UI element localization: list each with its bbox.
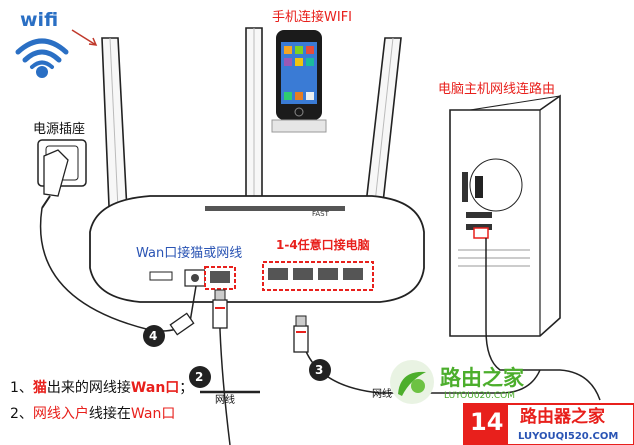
plug-power <box>169 312 195 336</box>
computer-tower-icon <box>449 94 561 337</box>
wifi-icon <box>15 38 69 78</box>
callout-3: 3 <box>315 363 324 377</box>
router-body: FAST <box>89 195 425 303</box>
watermark-badge <box>463 403 634 445</box>
phone-icon <box>271 30 327 133</box>
arrow-icon <box>71 29 98 46</box>
watermark-logo <box>390 360 434 404</box>
instruction-1: 1、猫出来的网线接Wan口； <box>10 381 193 395</box>
instruction-1-end: Wan口 <box>130 380 180 396</box>
watermark-name: 路由之家 <box>440 366 524 390</box>
wifi-logo-text: wifi <box>20 9 59 31</box>
badge-text: 路由器之家 <box>520 407 605 427</box>
label-wan-port: Wan口接猫或网线 <box>136 246 243 261</box>
label-lan-ports: 1-4任意口接电脑 <box>276 238 370 252</box>
instruction-1-middle: 出来的网线接 <box>46 380 131 396</box>
label-pc: 电脑主机网线连路由 <box>438 82 556 97</box>
instruction-1-prefix: 1、 <box>10 380 33 396</box>
cable-tag-right: 网线 <box>372 389 392 400</box>
plug-wan <box>212 289 228 329</box>
svg-text:FAST: FAST <box>312 210 330 218</box>
label-power: 电源插座 <box>33 122 86 137</box>
instruction-2-end: Wan口 <box>130 406 176 422</box>
instruction-1-suffix: ； <box>179 380 194 396</box>
plug-lan <box>293 315 309 353</box>
instruction-2-prefix: 2、 <box>10 406 33 422</box>
callout-4: 4 <box>149 329 158 343</box>
instruction-1-highlight: 猫 <box>32 380 47 396</box>
instruction-2-middle: 线接在 <box>88 406 131 422</box>
cable-tag-left: 网线 <box>215 395 235 406</box>
watermark-url: LUYOU020.COM <box>444 391 516 401</box>
callout-circles <box>143 325 331 388</box>
badge-url: LUYOUQI520.COM <box>518 431 619 442</box>
instruction-2: 2、网线入户线接在Wan口 <box>10 407 175 421</box>
power-socket-icon <box>37 139 87 209</box>
badge-number: 14 <box>470 408 504 436</box>
label-phone: 手机连接WIFI <box>272 10 352 25</box>
callout-2: 2 <box>195 370 204 384</box>
instruction-2-highlight: 网线入户 <box>32 406 89 422</box>
